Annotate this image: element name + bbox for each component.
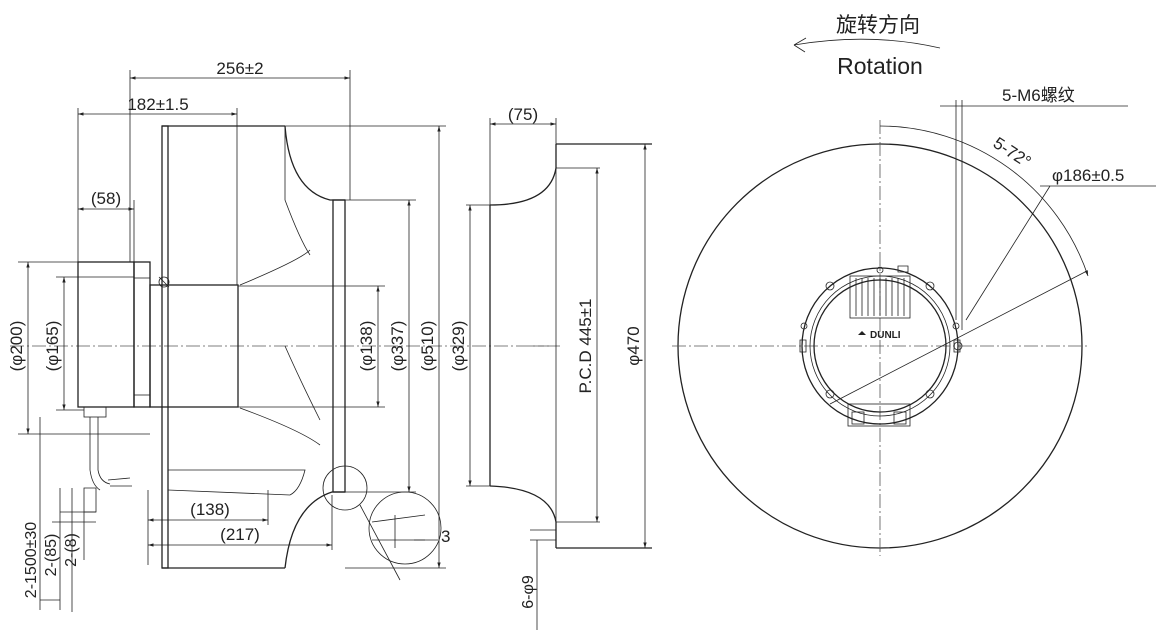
motor-flange-outer [801, 267, 959, 425]
inlet-curve-top [489, 144, 557, 206]
detail-circle [322, 465, 368, 511]
inlet-curve-bottom [489, 485, 557, 548]
rotation-label-cn: 旋转方向 [836, 14, 920, 37]
angle-arc [879, 125, 1089, 277]
angle-label: 5-72° [990, 133, 1035, 171]
thread-label: 5-M6螺纹 [1002, 86, 1075, 105]
heatsink-fins [849, 275, 911, 319]
blade-bottom [284, 491, 345, 569]
inlet-view: (75) (φ329) P.C.D 445±1 φ470 6-φ9 [449, 105, 652, 630]
detail-zoom [368, 491, 442, 565]
dim-75: (75) [508, 105, 538, 124]
blade-lower [168, 469, 306, 496]
cable-end [83, 487, 97, 513]
dim-3: 3 [441, 527, 450, 546]
dia-200: (φ200) [7, 321, 26, 372]
rotation-arrow-icon [793, 37, 807, 53]
blade-top [284, 125, 345, 201]
cable-length: 2-1500±30 [23, 522, 40, 599]
terminal-box [847, 403, 911, 427]
logo-icon [858, 331, 866, 335]
holes: 6-φ9 [520, 575, 537, 609]
dia-470: φ470 [624, 326, 643, 365]
brand-logo: DUNLI [870, 330, 901, 341]
rotation-indicator: 旋转方向 Rotation [793, 14, 941, 79]
motor-flange [133, 261, 151, 408]
dia-510: (φ510) [418, 321, 437, 372]
motor-rear [77, 261, 135, 408]
shroud-ring [332, 199, 346, 493]
dim-flange: (58) [91, 189, 121, 208]
backplate [161, 125, 169, 569]
dia-186: φ186±0.5 [1052, 166, 1124, 185]
dim-217: (217) [220, 525, 260, 544]
ground-screw-icon [158, 276, 170, 288]
dia-186-leader [829, 271, 1086, 405]
dim-motor-length: 182±1.5 [127, 95, 188, 114]
front-view: DUNLI 5-M6螺纹 5-72° [672, 86, 1156, 556]
dim-138: (138) [190, 500, 230, 519]
dia-138: (φ138) [357, 321, 376, 372]
rotation-label-en: Rotation [837, 53, 923, 79]
dim-total-length: 256±2 [216, 59, 263, 78]
mounting-holes [799, 265, 963, 399]
dia-329: (φ329) [449, 321, 468, 372]
cable-gland [83, 406, 107, 418]
dia-337: (φ337) [388, 321, 407, 372]
dia-165: (φ165) [43, 321, 62, 372]
cable-8: 2-(8) [63, 533, 80, 567]
motor-hub [149, 284, 239, 408]
cable-85: 2-(85) [43, 534, 60, 577]
pcd: P.C.D 445±1 [576, 298, 595, 393]
side-view: 256±2 182±1.5 (58) (φ200) (φ165) (φ138) … [7, 59, 560, 612]
